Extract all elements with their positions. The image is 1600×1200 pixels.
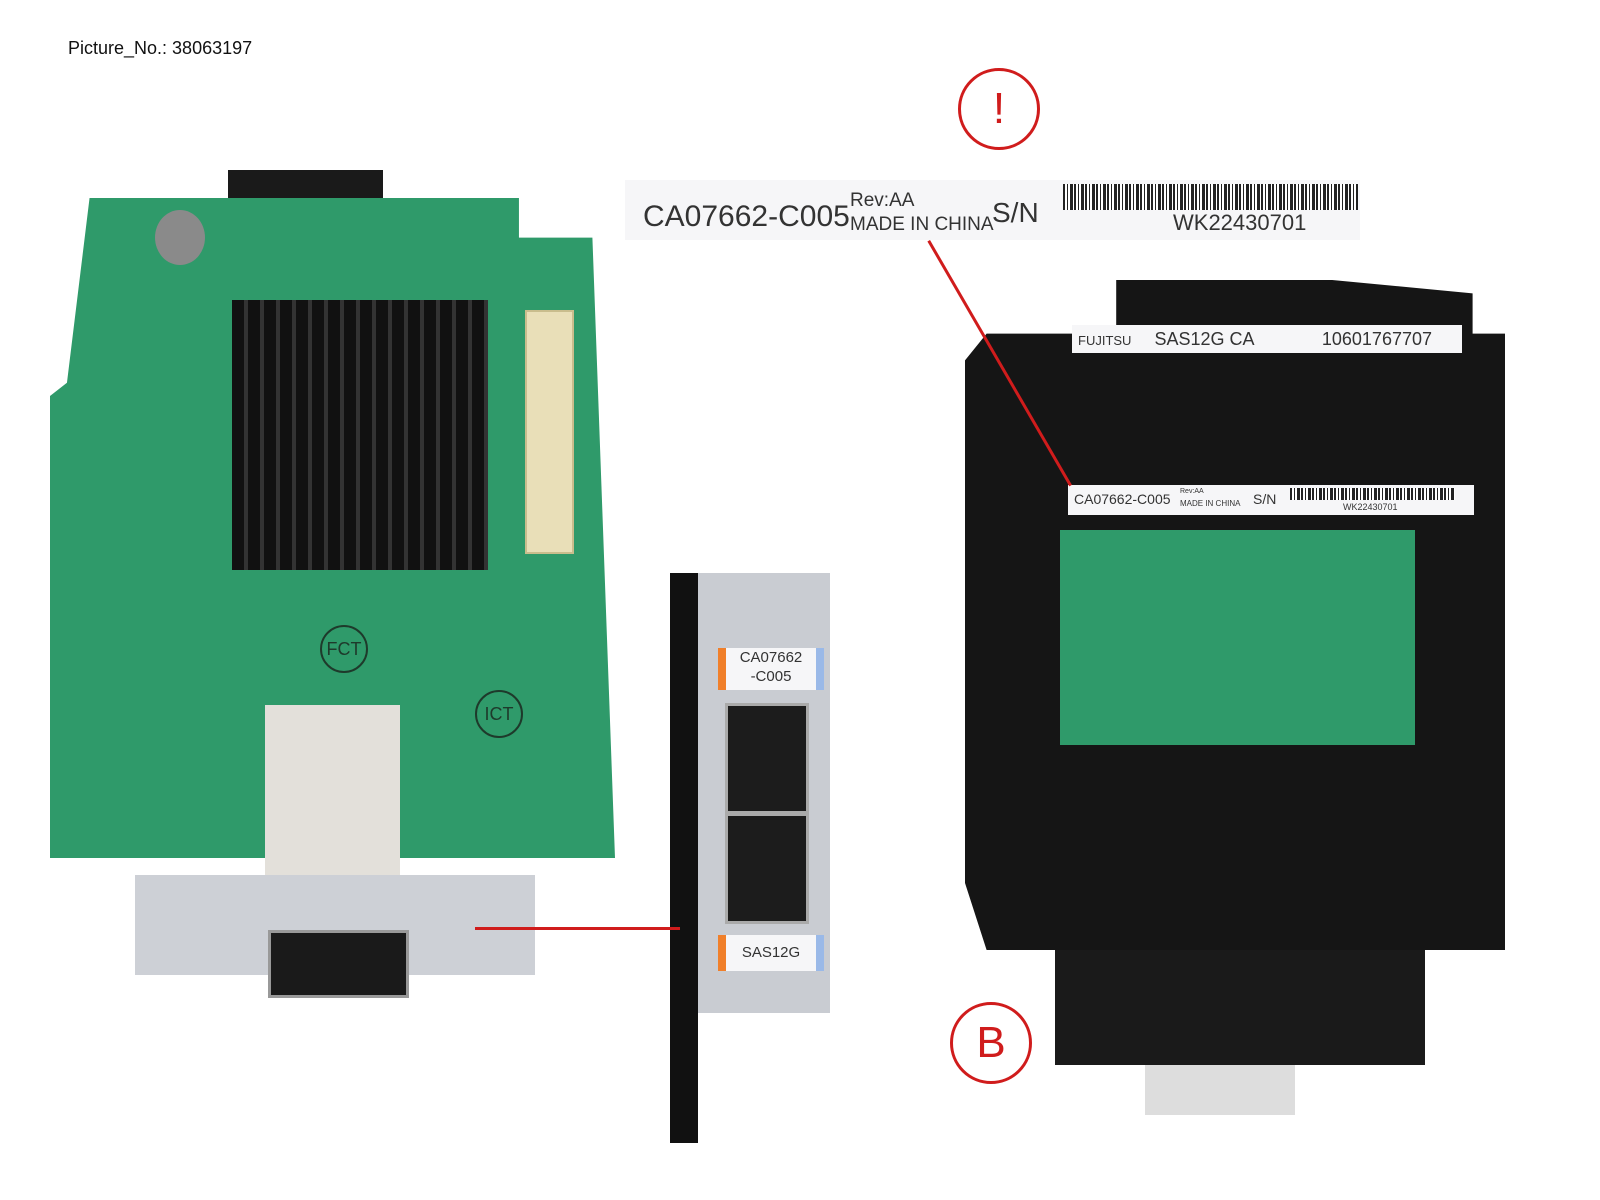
small-serial: WK22430701 <box>1343 502 1398 512</box>
revision: Rev:AA <box>850 190 915 211</box>
card-product: SAS12G CA <box>1154 329 1255 349</box>
sn-label: S/N <box>992 197 1039 228</box>
callout-b: B <box>950 1002 1032 1084</box>
small-part-number: CA07662-C005 <box>1074 491 1171 507</box>
serial-number: WK22430701 <box>1173 210 1307 235</box>
card-number: 10601767707 <box>1321 329 1432 349</box>
ict-mark: ICT <box>475 690 523 738</box>
bracket-part-line1: CA07662 <box>739 649 803 666</box>
bracket-side-view: CA07662 -C005 SAS12G <box>670 573 830 1143</box>
connector-slot <box>525 310 574 554</box>
heatsink <box>232 300 488 570</box>
top-clip <box>228 170 383 198</box>
small-product-label: CA07662-C005 Rev:AA MADE IN CHINA S/N WK… <box>1068 485 1474 515</box>
tray-photo <box>965 260 1505 1120</box>
inductor <box>155 210 205 265</box>
bracket-model-label: SAS12G <box>718 935 824 971</box>
tray-bottom <box>1055 950 1425 1065</box>
main-product-label: CA07662-C005 Rev:AA MADE IN CHINA S/N WK… <box>625 180 1360 240</box>
small-origin: MADE IN CHINA <box>1180 499 1241 508</box>
fct-mark: FCT <box>320 625 368 673</box>
warning-callout-icon: ! <box>958 68 1040 150</box>
bracket-part-line2: -C005 <box>750 668 792 685</box>
sas-port-lower <box>725 813 809 924</box>
bracket-part-label: CA07662 -C005 <box>718 648 824 690</box>
pcb-board-photo: FCT ICT <box>50 170 615 1000</box>
picture-number: Picture_No.: 38063197 <box>68 38 253 58</box>
card-brand: FUJITSU <box>1078 333 1132 348</box>
sas-ports <box>268 930 409 998</box>
small-revision: Rev:AA <box>1180 488 1204 495</box>
small-sn-label: S/N <box>1253 491 1277 507</box>
card-label: FUJITSU SAS12G CA 10601767707 <box>1072 325 1462 353</box>
part-number: CA07662-C005 <box>643 200 850 233</box>
pcb-window <box>1060 530 1415 745</box>
connector <box>1145 1065 1295 1115</box>
sas-port-upper <box>725 703 809 814</box>
origin: MADE IN CHINA <box>850 214 994 235</box>
leader-line <box>475 927 680 930</box>
small-barcode <box>1290 488 1455 500</box>
barcode <box>1063 184 1358 210</box>
bracket-edge <box>670 573 698 1143</box>
